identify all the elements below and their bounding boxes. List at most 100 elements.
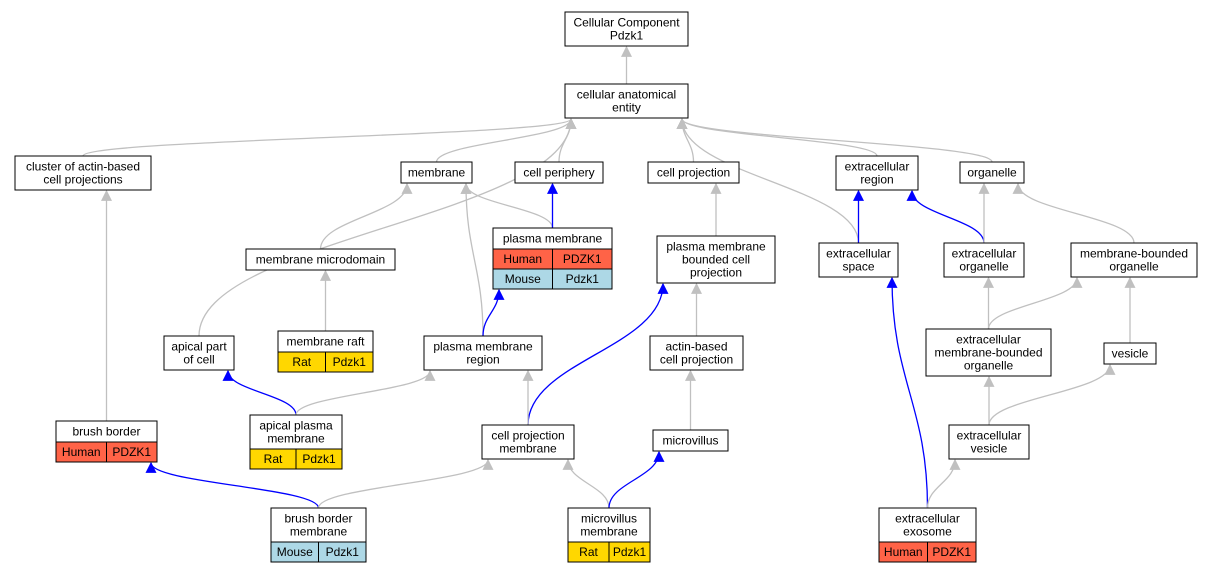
term-box <box>481 424 575 460</box>
term-box <box>818 242 899 278</box>
term-node-micro[interactable]: membrane microdomain <box>245 248 396 271</box>
term-box <box>943 242 1025 278</box>
term-node-periphery[interactable]: cell periphery <box>514 161 604 184</box>
edge-apm-to-apicalpart <box>222 369 297 416</box>
edge-embo-to-mbo <box>987 276 1083 330</box>
edge-mvm-to-microvillus <box>608 450 665 509</box>
gene-label: Pdzk1 <box>333 355 367 369</box>
edge-extorg-to-extreg <box>906 189 985 244</box>
edge-mbo-to-organelle <box>1012 182 1135 244</box>
edge-apm-to-pmr <box>295 369 436 416</box>
term-label-line: cellular anatomical <box>577 88 676 102</box>
edge-organelle-to-cae <box>676 117 993 163</box>
edge-extves-to-vesicle <box>988 363 1116 426</box>
edge-cluster-to-cae <box>82 117 577 157</box>
term-label-line: apical part <box>171 340 227 354</box>
edge-extreg-to-cae <box>676 117 878 157</box>
term-label-line: brush border <box>72 425 140 439</box>
edge-bbm-to-cpm <box>317 458 494 509</box>
term-box <box>245 248 396 271</box>
species-label: Mouse <box>277 545 313 559</box>
species-label: Rat <box>264 452 283 466</box>
term-node-organelle[interactable]: organelle <box>959 161 1025 184</box>
term-node-cellproj[interactable]: cell projection <box>647 161 740 184</box>
species-label: Human <box>62 445 101 459</box>
edges-layer <box>82 45 1136 509</box>
term-node-vesicle[interactable]: vesicle <box>1103 342 1157 365</box>
term-label-line: extracellular <box>826 247 891 261</box>
term-box <box>649 335 744 371</box>
gene-cell <box>106 441 158 463</box>
term-label-line: cell periphery <box>523 166 594 180</box>
edge-apicalpart-to-cae <box>198 117 577 337</box>
term-box <box>400 161 473 184</box>
term-label-line: extracellular <box>957 429 1022 443</box>
term-label-line: membrane-bounded <box>1080 247 1188 261</box>
term-label-line: extracellular <box>845 160 910 174</box>
term-label-line: plasma membrane <box>503 232 603 246</box>
term-label-line: region <box>860 173 893 187</box>
term-box <box>925 328 1052 377</box>
term-box <box>647 161 740 184</box>
term-label-line: apical plasma <box>259 419 333 433</box>
term-label-line: membrane <box>267 432 325 446</box>
species-label: Mouse <box>505 272 541 286</box>
term-label-line: microvillus <box>581 512 637 526</box>
term-box <box>835 155 919 191</box>
term-label-line: bounded cell <box>682 253 750 267</box>
term-box <box>564 11 689 47</box>
term-node-microvillus[interactable]: microvillus <box>652 429 729 452</box>
edge-mvm-to-cpm <box>562 458 610 509</box>
gene-cell <box>318 541 367 563</box>
gene-cell <box>325 351 374 373</box>
term-label-line: membrane microdomain <box>256 253 385 267</box>
term-box <box>656 235 776 284</box>
term-box <box>1070 242 1198 278</box>
term-label-line: membrane <box>408 166 466 180</box>
term-label-line: extracellular <box>952 247 1017 261</box>
term-label-line: membrane raft <box>286 335 365 349</box>
term-label-line: of cell <box>183 353 214 367</box>
term-label-line: microvillus <box>662 434 718 448</box>
term-label-line: vesicle <box>971 442 1008 456</box>
term-label-line: brush border <box>284 512 352 526</box>
term-node-membrane[interactable]: membrane <box>400 161 473 184</box>
edge-micro-to-membrane <box>319 182 413 250</box>
term-label-line: extracellular <box>895 512 960 526</box>
edge-exosome-to-extves <box>926 458 961 509</box>
term-box <box>270 507 367 543</box>
species-label: Human <box>884 545 923 559</box>
term-box <box>652 429 729 452</box>
gene-cell <box>552 268 613 290</box>
term-label-line: extracellular <box>956 333 1021 347</box>
term-label-line: cell projections <box>43 173 122 187</box>
term-box <box>163 335 235 371</box>
